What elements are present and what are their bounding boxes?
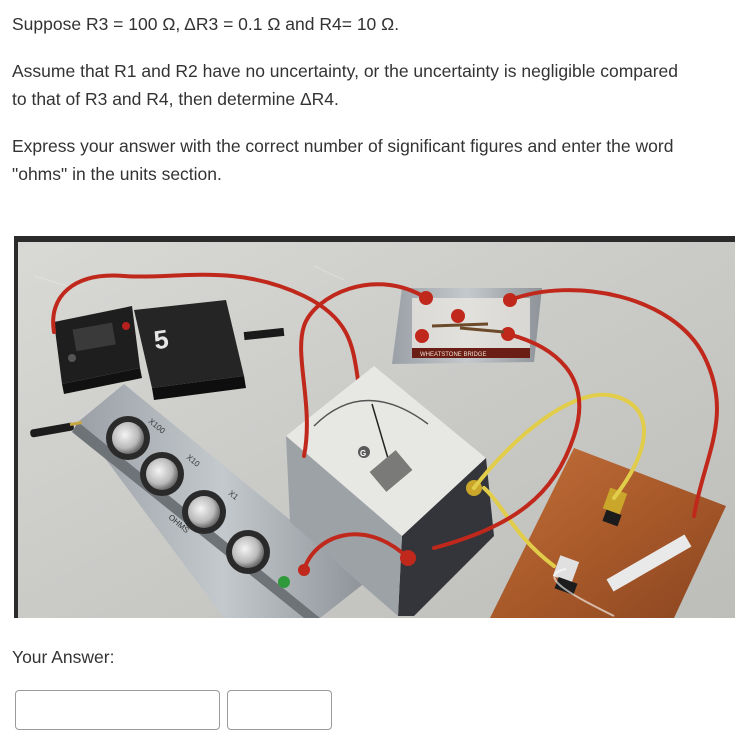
answer-units-input[interactable] xyxy=(227,690,332,730)
resistor-board xyxy=(490,448,726,618)
power-supply xyxy=(54,306,142,394)
question-assumption-line-a: Assume that R1 and R2 have no uncertaint… xyxy=(12,61,679,81)
decade-knob-x1 xyxy=(182,490,226,534)
your-answer-label: Your Answer: xyxy=(12,647,115,667)
bridge-label: WHEATSTONE BRIDGE xyxy=(420,352,486,358)
question-assumption-line-b: to that of R3 and R4, then determine ΔR4… xyxy=(12,89,339,109)
question-instructions: Express your answer with the correct num… xyxy=(12,136,674,184)
answer-value-input[interactable] xyxy=(15,690,220,730)
galvanometer-label-g: G xyxy=(360,449,366,458)
question-assumption: Assume that R1 and R2 have no uncertaint… xyxy=(12,57,732,113)
wheatstone-bridge: WHEATSTONE BRIDGE xyxy=(392,288,542,364)
lab-setup-illustration: 5 X100 X10 xyxy=(14,236,735,618)
decade-resistance-box: X100 X10 X1 OHMS xyxy=(72,384,366,618)
decade-knob-x10 xyxy=(140,452,184,496)
ac-adapter: 5 xyxy=(134,300,285,400)
adapter-label-5: 5 xyxy=(152,324,171,356)
galvanometer: G xyxy=(286,366,494,616)
lab-setup-photo: 5 X100 X10 xyxy=(14,236,735,618)
decade-knob-x100 xyxy=(106,416,150,460)
question-text: Suppose R3 = 100 Ω, ΔR3 = 0.1 Ω and R4= … xyxy=(12,10,732,207)
question-given-values: Suppose R3 = 100 Ω, ΔR3 = 0.1 Ω and R4= … xyxy=(12,14,400,34)
decade-knob-x01 xyxy=(226,530,270,574)
